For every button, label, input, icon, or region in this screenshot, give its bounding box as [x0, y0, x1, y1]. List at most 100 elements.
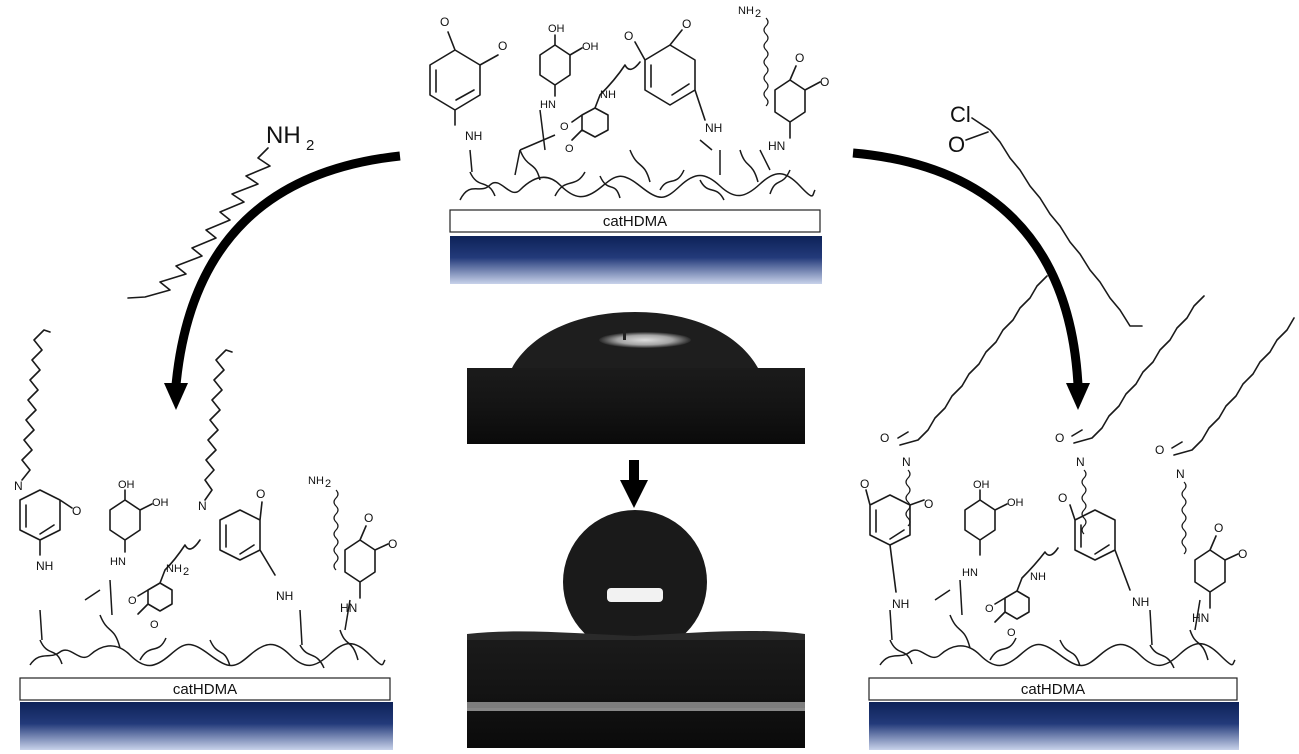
right-hn-label: HN	[1192, 611, 1209, 625]
left-nh2-sub: 2	[325, 478, 331, 490]
left-catechol	[109, 489, 153, 553]
contact-angle-photo-after	[467, 510, 805, 748]
left-quinone-2	[219, 501, 276, 576]
left-quinone-small	[137, 539, 201, 615]
right-oh-label: OH	[973, 479, 990, 491]
right-catechol	[964, 489, 1008, 556]
right-n-label: N	[1176, 467, 1185, 481]
top-film-label: catHDMA	[603, 213, 667, 230]
right-o-label: O	[880, 431, 889, 445]
left-nh-label: NH	[276, 589, 293, 603]
left-o-label: O	[364, 511, 373, 525]
left-polymer-chain	[29, 614, 386, 669]
right-o-label: O	[1155, 443, 1164, 457]
droplet-after	[563, 510, 707, 654]
left-hn-label: HN	[110, 556, 126, 568]
right-o-label: O	[1238, 547, 1247, 561]
right-linker-1	[905, 469, 911, 527]
left-amine-linker	[333, 489, 339, 571]
left-imine-chain-2	[204, 349, 233, 501]
contact-angle-photo-before	[467, 292, 805, 444]
top-quinone-2	[634, 29, 706, 121]
right-o-label: O	[860, 477, 869, 491]
left-reagent-chain	[127, 147, 271, 299]
right-o-label: O	[1214, 521, 1223, 535]
left-reagent-formula-sub: 2	[306, 137, 314, 154]
top-quinone-1	[429, 31, 499, 126]
right-nh-label: NH	[1132, 595, 1149, 609]
top-o-label: O	[565, 143, 574, 155]
top-catechol	[539, 34, 583, 97]
right-o-label: O	[1058, 491, 1067, 505]
left-n-label: N	[198, 499, 207, 513]
top-o-label: O	[440, 15, 449, 29]
right-quinone-small	[994, 547, 1059, 623]
left-surface-panel: catHDMA N O NH OH OH HN O O NH 2 N O NH …	[14, 329, 397, 750]
right-nh-label: NH	[1030, 571, 1046, 583]
right-o-label: O	[1007, 627, 1016, 639]
right-reagent-chain	[965, 117, 1143, 327]
top-o-label: O	[498, 39, 507, 53]
right-hn-label: HN	[962, 567, 978, 579]
top-hn-label: HN	[540, 99, 556, 111]
right-reagent-acyl-chloride: Cl O	[948, 102, 1143, 327]
right-polymer-branches	[889, 579, 1201, 646]
top-quinone-3	[774, 65, 821, 139]
top-oh-label: OH	[582, 41, 599, 53]
right-quinone-2	[1069, 504, 1131, 591]
left-o-label: O	[150, 619, 159, 631]
top-quinone-small	[571, 61, 641, 141]
left-nh-label: NH	[36, 559, 53, 573]
top-film	[449, 209, 821, 233]
left-hn-label: HN	[340, 601, 357, 615]
right-quinone-1	[865, 489, 925, 593]
top-surface-panel: catHDMA O O NH OH OH HN O O NH O O NH NH…	[429, 5, 829, 284]
top-polymer-chain	[459, 149, 816, 201]
right-polymer-chain	[879, 614, 1236, 669]
top-polymer-branches	[469, 109, 771, 176]
right-o-label: O	[924, 497, 933, 511]
left-o-label: O	[72, 504, 81, 518]
top-oh-label: OH	[548, 23, 565, 35]
top-o-label: O	[624, 29, 633, 43]
right-oh-label: OH	[1007, 497, 1024, 509]
right-surface-panel: catHDMA O N O O NH OH OH HN O O NH O N O…	[860, 275, 1295, 750]
top-hn-label: HN	[768, 139, 785, 153]
right-amide-chain-1	[897, 275, 1048, 446]
left-polymer-branches	[39, 579, 351, 646]
droplet-after-highlight	[607, 588, 663, 602]
right-quinone-3	[1194, 535, 1239, 609]
left-o-label: O	[256, 487, 265, 501]
left-o-label: O	[128, 595, 137, 607]
top-amine-linker	[763, 17, 769, 107]
top-nh2-label: NH	[738, 5, 754, 17]
left-nh2-sub: 2	[183, 566, 189, 578]
left-oh-label: OH	[118, 479, 135, 491]
right-o-label: O	[1055, 431, 1064, 445]
left-quinone-3	[344, 525, 389, 599]
right-n-label: N	[1076, 455, 1085, 469]
top-substrate	[450, 236, 822, 284]
right-linker-2	[1081, 469, 1087, 535]
right-o-label: O	[985, 603, 994, 615]
right-amide-chain-3	[1171, 317, 1295, 456]
left-film-label: catHDMA	[173, 681, 237, 698]
left-reagent-formula: NH	[266, 122, 301, 149]
left-quinone-1	[19, 489, 73, 556]
top-nh-label: NH	[705, 121, 722, 135]
top-o-label: O	[560, 121, 569, 133]
left-nh2-label: NH	[166, 563, 182, 575]
left-oh-label: OH	[152, 497, 169, 509]
top-nh2-sub: 2	[755, 8, 761, 20]
right-substrate	[869, 702, 1239, 750]
top-nh-label: NH	[600, 89, 616, 101]
left-film	[19, 677, 391, 701]
left-o-label: O	[388, 537, 397, 551]
left-n-label: N	[14, 479, 23, 493]
left-reagent-amine: NH 2	[127, 122, 314, 299]
left-imine-chain-1	[21, 329, 51, 481]
droplet-before-highlight	[599, 332, 691, 348]
left-nh2-label: NH	[308, 475, 324, 487]
right-nh-label: NH	[892, 597, 909, 611]
